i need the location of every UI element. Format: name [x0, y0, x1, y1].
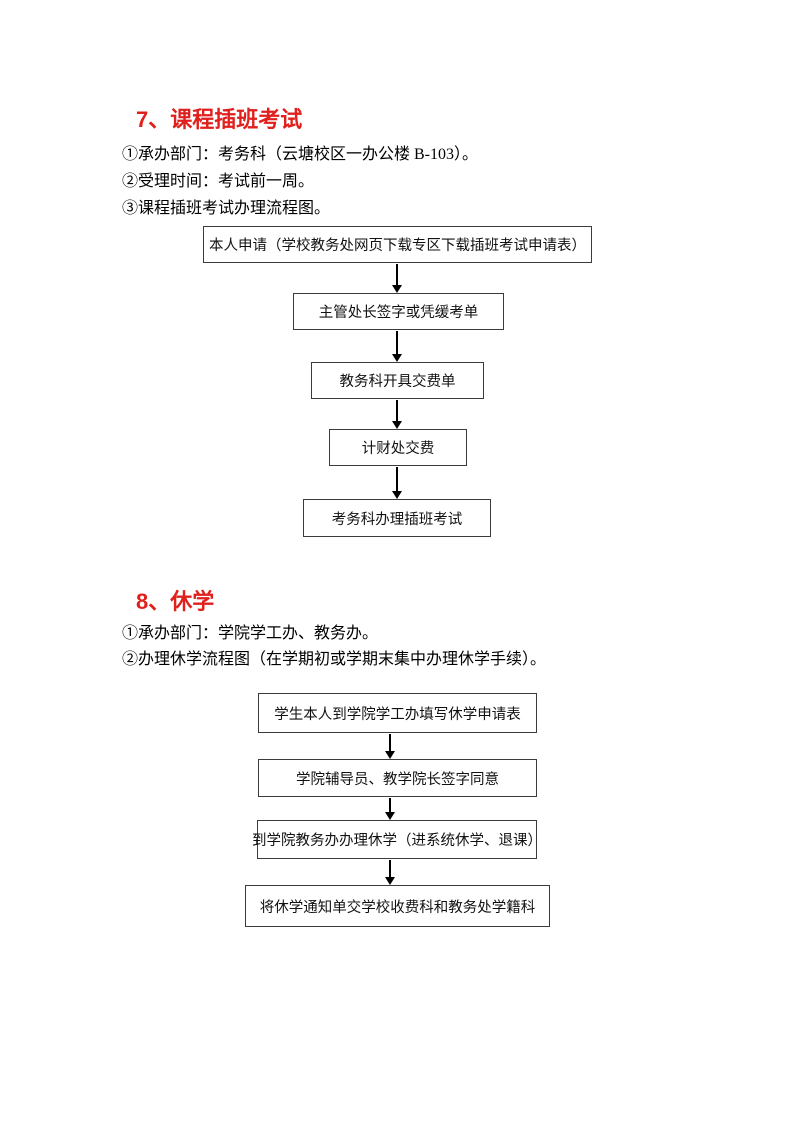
- arrow-down-icon: [396, 264, 398, 285]
- section-8-item-department: ①承办部门：学院学工办、教务办。: [122, 625, 379, 642]
- flow-step-box: 主管处长签字或凭缓考单: [293, 293, 504, 330]
- section-7-item-department: ①承办部门：考务科（云塘校区一办公楼 B-103）。: [122, 146, 479, 163]
- section-8-heading: 8、休学: [136, 589, 215, 614]
- flow-step-box: 计财处交费: [329, 429, 467, 466]
- section-7-heading: 7、课程插班考试: [136, 107, 303, 132]
- arrow-down-icon: [396, 467, 398, 491]
- flow-step-box: 学生本人到学院学工办填写休学申请表: [258, 693, 537, 733]
- flow-step-box: 教务科开具交费单: [311, 362, 484, 399]
- flow-step-box: 将休学通知单交学校收费科和教务处学籍科: [245, 885, 550, 927]
- arrow-down-icon: [389, 734, 391, 751]
- flow-step-box: 学院辅导员、教学院长签字同意: [258, 759, 537, 797]
- section-8-item-flowchart-note: ②办理休学流程图（在学期初或学期末集中办理休学手续）。: [122, 651, 547, 668]
- arrow-down-icon: [389, 798, 391, 812]
- section-7-item-flowchart-note: ③课程插班考试办理流程图。: [122, 200, 331, 217]
- arrow-down-icon: [396, 400, 398, 421]
- flow-step-box: 考务科办理插班考试: [303, 499, 491, 537]
- flow-step-box: 本人申请（学校教务处网页下载专区下载插班考试申请表）: [203, 226, 592, 263]
- flow-step-box: 到学院教务办办理休学（进系统休学、退课）: [252, 820, 542, 859]
- section-7-item-time: ②受理时间：考试前一周。: [122, 173, 315, 190]
- arrow-down-icon: [396, 331, 398, 354]
- arrow-down-icon: [389, 860, 391, 877]
